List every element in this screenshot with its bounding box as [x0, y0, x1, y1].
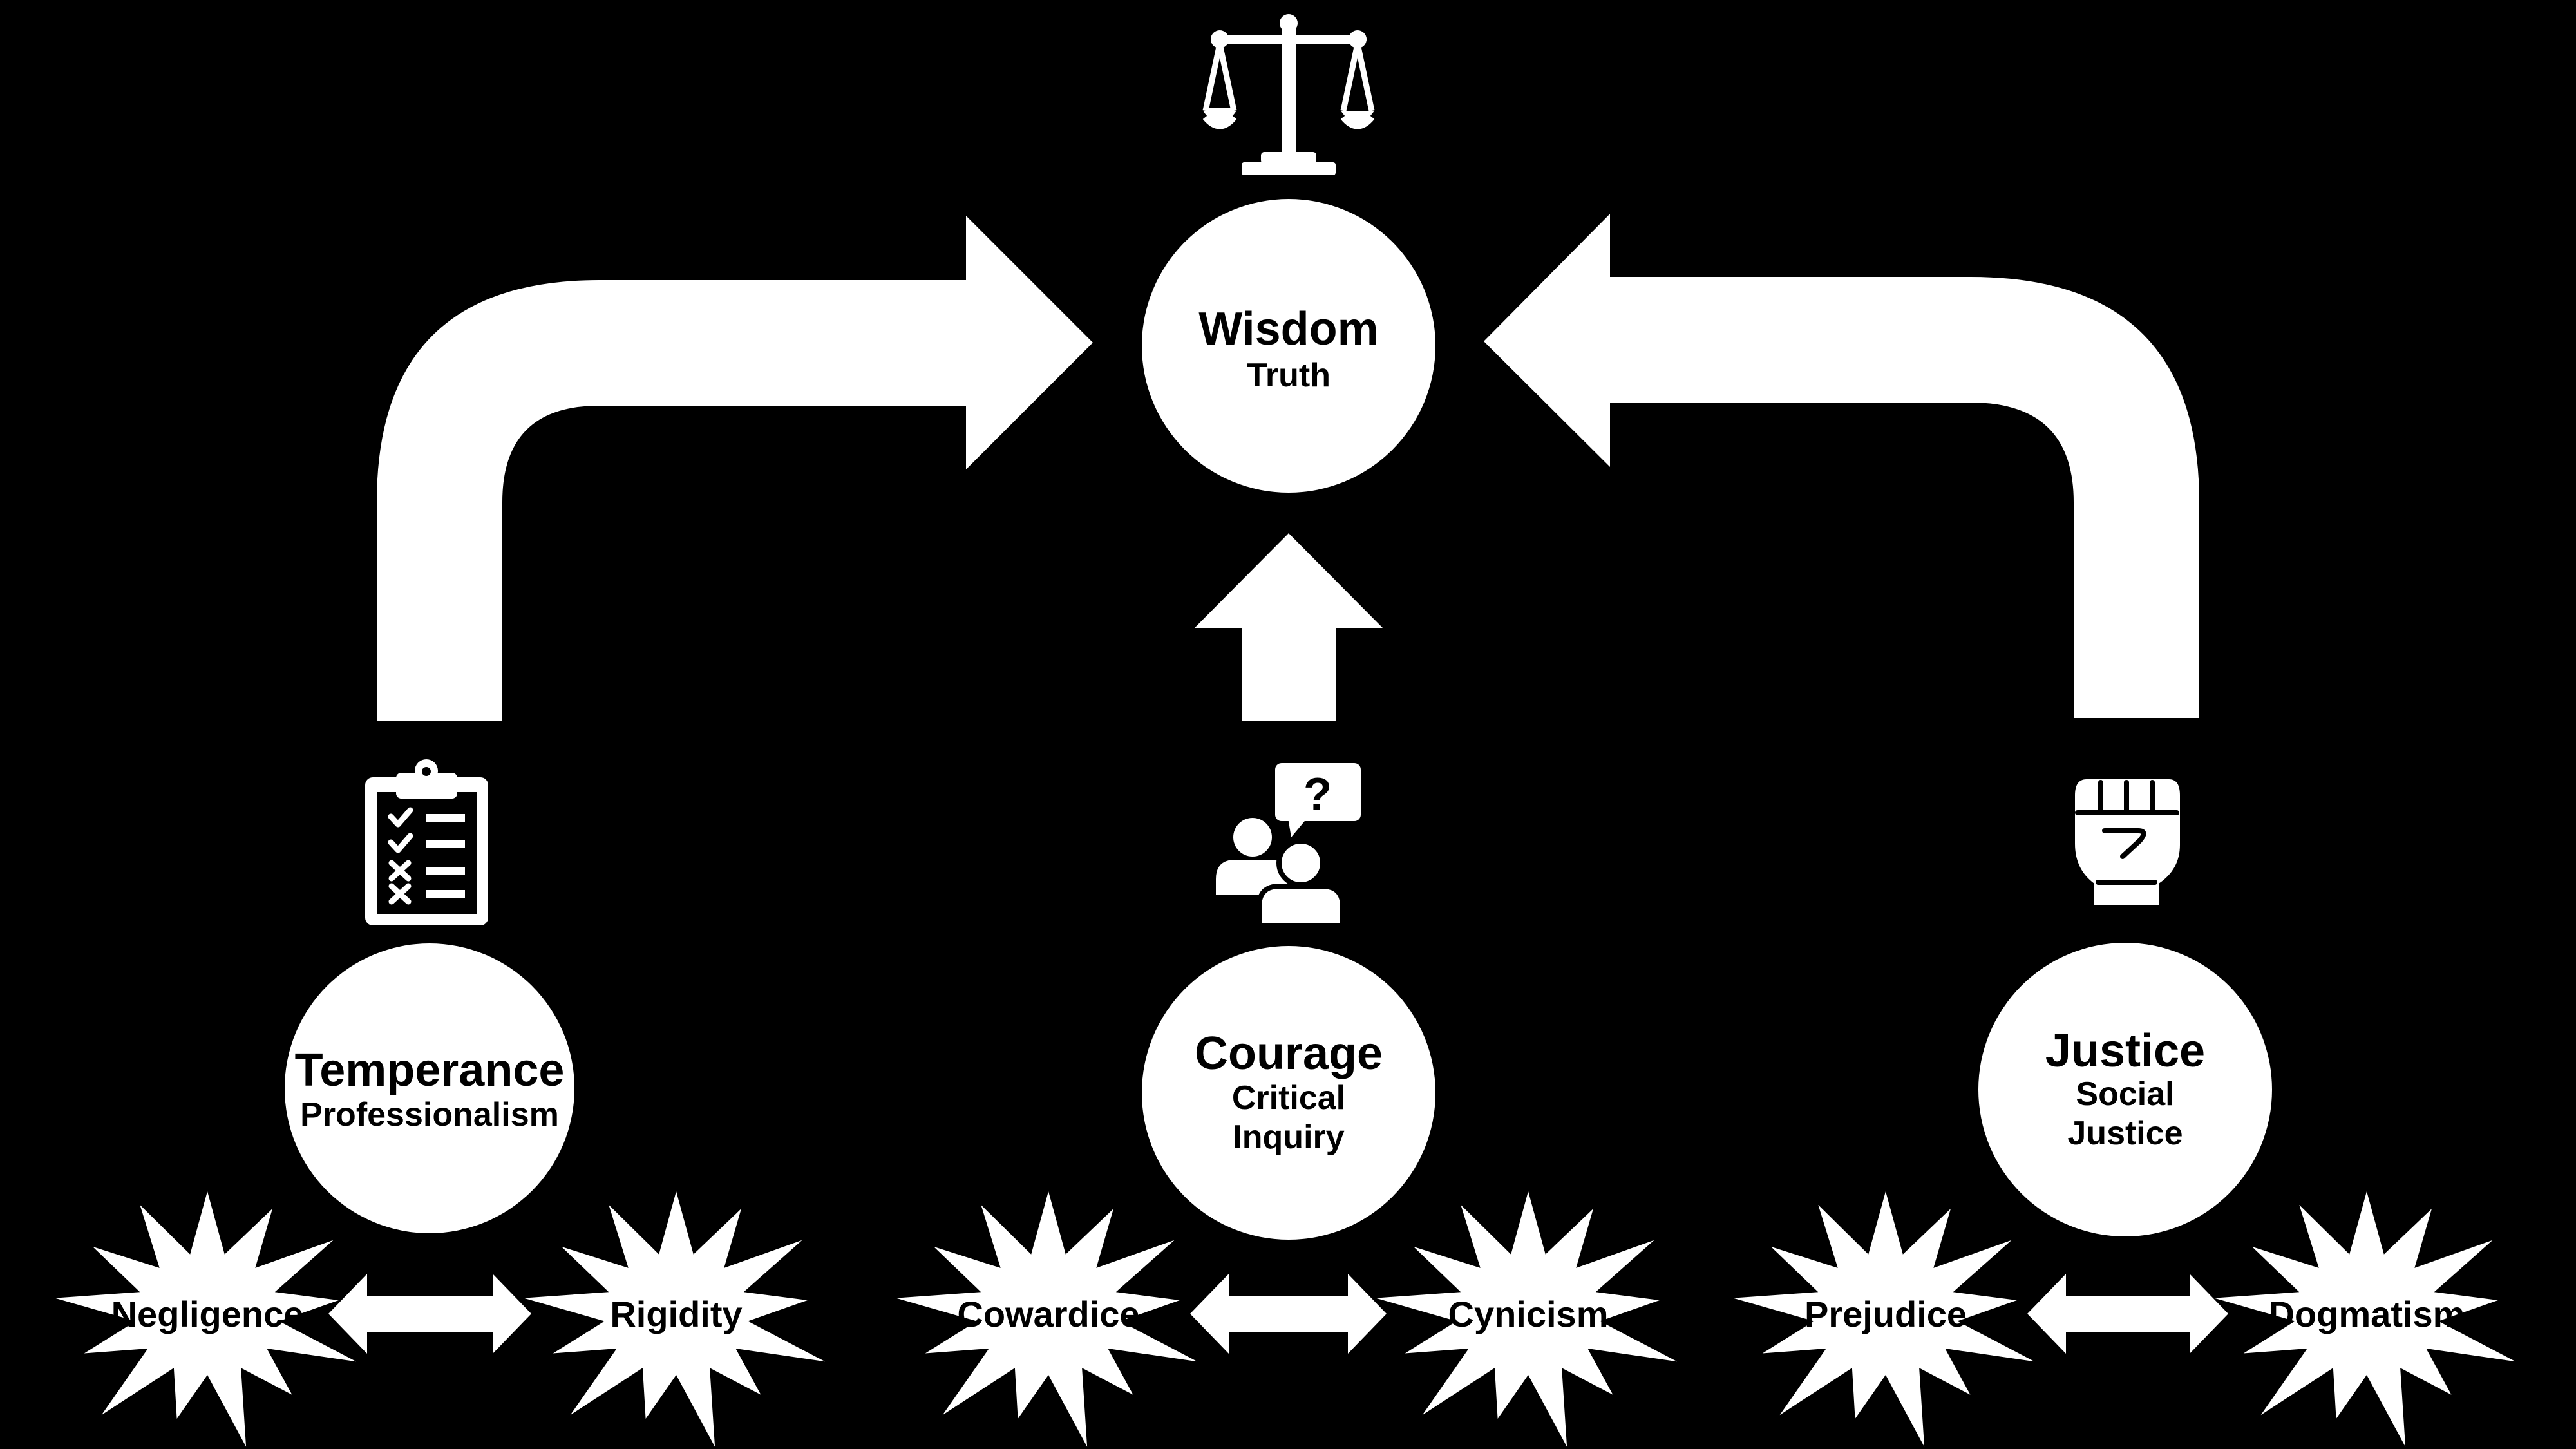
starburst-shape	[524, 1191, 826, 1447]
virtue-node-justice: Justice Social Justice	[1978, 943, 2272, 1236]
double-arrow-icon	[328, 1274, 531, 1354]
virtue-circle	[1978, 943, 2272, 1236]
vice-node: Negligence	[55, 1191, 357, 1447]
starburst-shape	[1376, 1191, 1678, 1447]
virtue-subtitle: Professionalism	[300, 1096, 559, 1133]
arrow-temperance-to-wisdom	[377, 216, 1093, 721]
raised-fist-icon	[2075, 779, 2180, 905]
double-arrow-icon	[2027, 1274, 2228, 1354]
vice-label: Prejudice	[1804, 1294, 1967, 1334]
virtue-title: Wisdom	[1198, 303, 1378, 355]
vice-label: Rigidity	[610, 1294, 742, 1334]
arrow-courage-to-wisdom	[1195, 533, 1383, 721]
vice-label: Cowardice	[957, 1294, 1139, 1334]
svg-text:?: ?	[1303, 769, 1332, 820]
virtue-subtitle: Justice	[2067, 1115, 2183, 1152]
starburst-shape	[1733, 1191, 2035, 1447]
vice-node: Dogmatism	[2214, 1191, 2516, 1447]
virtue-circle	[285, 943, 574, 1233]
virtue-subtitle: Truth	[1247, 357, 1331, 394]
starburst-shape	[2214, 1191, 2516, 1447]
vice-node: Rigidity	[524, 1191, 826, 1447]
vice-node: Prejudice	[1733, 1191, 2035, 1447]
starburst-shape	[896, 1191, 1198, 1447]
starburst-shape	[55, 1191, 357, 1447]
vice-label: Negligence	[111, 1294, 304, 1334]
vices-layer: Negligence Rigidity Cowardice Cynicism Preju…	[55, 1191, 2516, 1447]
virtue-circle	[1142, 946, 1435, 1240]
vice-node: Cowardice	[896, 1191, 1198, 1447]
virtue-subtitle: Social	[2076, 1075, 2174, 1113]
double-arrow-icon	[1190, 1274, 1387, 1354]
clipboard-checklist-icon	[365, 759, 488, 925]
virtue-subtitle: Inquiry	[1233, 1119, 1344, 1156]
virtue-circle	[1142, 199, 1435, 493]
virtue-node-wisdom: Wisdom Truth	[1142, 199, 1435, 493]
virtue-title: Justice	[2045, 1025, 2205, 1077]
virtue-node-courage: Courage Critical Inquiry	[1142, 946, 1435, 1240]
arrow-justice-to-wisdom	[1484, 214, 2199, 718]
virtue-title: Courage	[1195, 1028, 1383, 1079]
scales-of-justice-icon	[1202, 14, 1375, 175]
virtue-subtitle: Critical	[1232, 1079, 1345, 1117]
people-question-icon: ?	[1216, 763, 1361, 928]
vice-node: Cynicism	[1376, 1191, 1678, 1447]
vice-label: Dogmatism	[2269, 1294, 2465, 1334]
virtue-title: Temperance	[295, 1045, 565, 1096]
vice-label: Cynicism	[1448, 1294, 1609, 1334]
virtue-node-temperance: Temperance Professionalism	[285, 943, 574, 1233]
